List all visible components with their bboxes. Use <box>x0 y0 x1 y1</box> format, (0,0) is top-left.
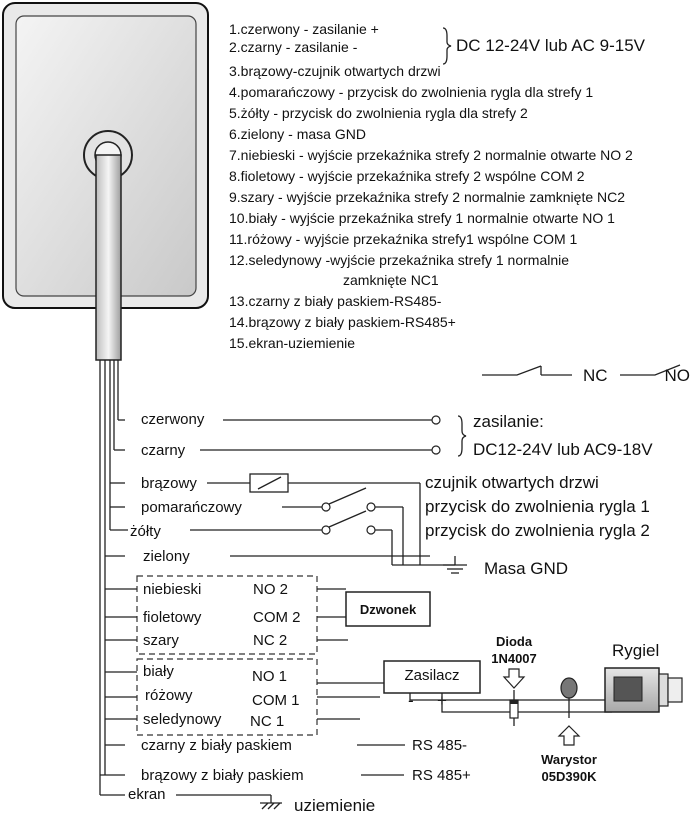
button1-switch-icon <box>328 487 367 505</box>
wire-label-rozowy: różowy <box>145 687 193 704</box>
wire-label-ekran: ekran <box>128 786 166 803</box>
wire-label-zolty: żółty <box>130 523 161 540</box>
wire-label-czarny-pasek: czarny z biały paskiem <box>141 737 292 754</box>
przycisk2-label: przycisk do zwolnienia rygla 2 <box>425 521 650 540</box>
wire-label-seledynowy: seledynowy <box>143 711 222 728</box>
wire-legend: 1.czerwony - zasilanie + 2.czarny - zasi… <box>229 21 646 351</box>
legend-item: 3.brązowy-czujnik otwartych drzwi <box>229 63 441 79</box>
legend-item: 14.brązowy z biały paskiem-RS485+ <box>229 314 456 330</box>
no-label: NO <box>665 366 690 385</box>
zasilacz-box <box>383 660 481 694</box>
brace-icon <box>442 27 452 65</box>
zone2-relay-box <box>136 575 318 655</box>
wire-label-brazowy-pasek: brązowy z biały paskiem <box>141 767 304 784</box>
wire-label-czarny: czarny <box>141 442 186 459</box>
rs485-plus-label: RS 485+ <box>412 767 471 784</box>
arrow-down-icon <box>502 668 526 689</box>
wire-label-fioletowy: fioletowy <box>143 609 202 626</box>
terminal-com2: COM 2 <box>253 609 301 626</box>
dzwonek-label: Dzwonek <box>360 602 417 617</box>
brace-icon <box>457 415 467 457</box>
legend-item: zamknięte NC1 <box>343 272 439 288</box>
rygiel-label: Rygiel <box>612 641 659 660</box>
wire-label-zielony: zielony <box>143 548 190 565</box>
czujnik-label: czujnik otwartych drzwi <box>425 473 599 492</box>
dioda-model-label: 1N4007 <box>491 651 537 666</box>
warystor-model-label: 05D390K <box>542 769 598 784</box>
zasilanie-label: zasilanie: <box>473 412 544 431</box>
cable <box>95 154 122 795</box>
legend-item: 8.fioletowy - wyjście przekaźnika strefy… <box>229 168 585 184</box>
legend-item: 13.czarny z biały paskiem-RS485- <box>229 293 442 309</box>
arrow-up-icon <box>557 725 581 746</box>
legend-item: 5.żółty - przycisk do zwolnienia rygla d… <box>229 105 528 121</box>
dzwonek-box <box>345 591 431 627</box>
dioda-label: Dioda <box>496 634 533 649</box>
terminal-com1: COM 1 <box>252 692 300 709</box>
zasilanie-range-label: DC12-24V lub AC9-18V <box>473 440 653 459</box>
wire-label-niebieski: niebieski <box>143 581 201 598</box>
zasilacz-label: Zasilacz <box>404 667 459 684</box>
legend-item: 7.niebieski - wyjście przekaźnika strefy… <box>229 147 633 163</box>
legend-item: 1.czerwony - zasilanie + <box>229 21 379 37</box>
rs485-minus-label: RS 485- <box>412 737 467 754</box>
terminal-nc1: NC 1 <box>250 713 284 730</box>
wire-label-pomaranczowy: pomarańczowy <box>141 499 242 516</box>
legend-item: 12.seledynowy -wyjście przekaźnika stref… <box>229 252 569 268</box>
legend-item: 4.pomarańczowy - przycisk do zwolnienia … <box>229 84 593 100</box>
ground-icon <box>443 564 467 574</box>
terminal-nc2: NC 2 <box>253 632 287 649</box>
nc-label: NC <box>583 366 608 385</box>
wire-label-bialy: biały <box>143 663 174 680</box>
legend-item: 2.czarny - zasilanie - <box>229 39 358 55</box>
wiring: czerwony czarny zasilanie: DC12-24V lub … <box>100 411 683 815</box>
power-note: DC 12-24V lub AC 9-15V <box>456 36 646 55</box>
no-switch-icon <box>620 364 681 376</box>
uziemienie-label: uziemienie <box>294 796 375 815</box>
legend-item: 9.szary - wyjście przekaźnika strefy 2 n… <box>229 189 625 205</box>
terminal-no1: NO 1 <box>252 668 287 685</box>
terminal-no2: NO 2 <box>253 581 288 598</box>
legend-item: 15.ekran-uziemienie <box>229 335 355 351</box>
wire-label-czerwony: czerwony <box>141 411 205 428</box>
warystor-label: Warystor <box>541 752 597 767</box>
przycisk1-label: przycisk do zwolnienia rygla 1 <box>425 497 650 516</box>
switch-legend: NC NO <box>482 364 690 385</box>
wire-label-szary: szary <box>143 632 179 649</box>
legend-item: 11.różowy - wyjście przekaźnika strefy1 … <box>229 231 578 247</box>
varistor-icon <box>560 677 578 699</box>
wire-label-brazowy: brązowy <box>141 475 197 492</box>
nc-switch-icon <box>482 365 542 376</box>
legend-item: 6.zielony - masa GND <box>229 126 366 142</box>
earth-ground-icon <box>260 795 282 810</box>
legend-item: 10.biały - wyjście przekaźnika strefy 1 … <box>229 210 615 226</box>
button2-switch-icon <box>328 510 367 528</box>
lock-bolt-icon <box>604 667 683 713</box>
masa-label: Masa GND <box>484 559 568 578</box>
